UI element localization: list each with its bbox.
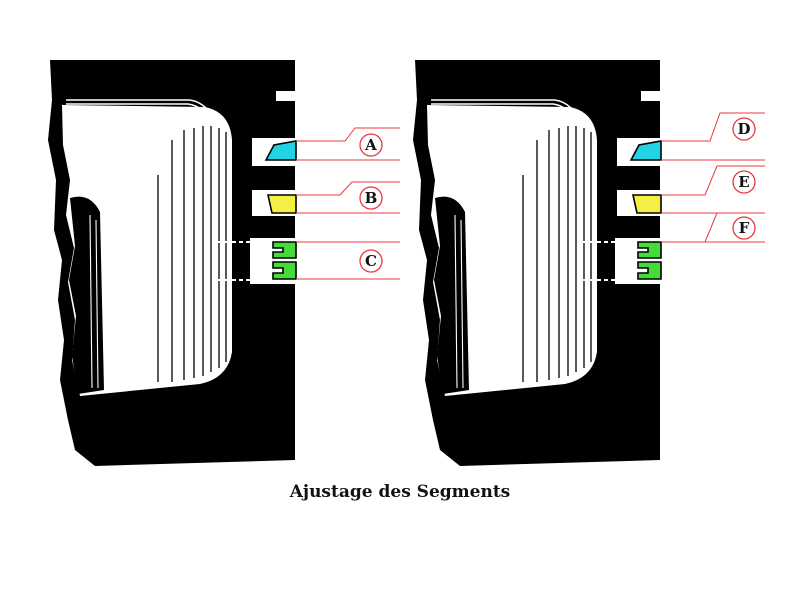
ring-f-upper (637, 241, 662, 259)
ring-f-lower (637, 261, 662, 280)
label-c: C (365, 252, 377, 270)
callout-a: A (359, 133, 383, 157)
label-a: A (364, 136, 377, 154)
right-piston: D E F (412, 59, 765, 467)
label-f: F (739, 219, 750, 237)
left-piston: A B C (47, 59, 400, 467)
ring-e (632, 194, 662, 214)
label-e: E (738, 173, 749, 191)
ring-b (267, 194, 297, 214)
callout-d: D (732, 117, 756, 141)
ring-c-upper (272, 241, 297, 259)
diagram-caption: Ajustage des Segments (289, 482, 511, 502)
ring-c-lower (272, 261, 297, 280)
callout-b: B (359, 186, 383, 210)
label-d: D (737, 120, 750, 138)
callout-c: C (359, 249, 383, 273)
callout-f: F (732, 216, 756, 240)
callout-e: E (732, 170, 756, 194)
label-b: B (365, 189, 378, 207)
